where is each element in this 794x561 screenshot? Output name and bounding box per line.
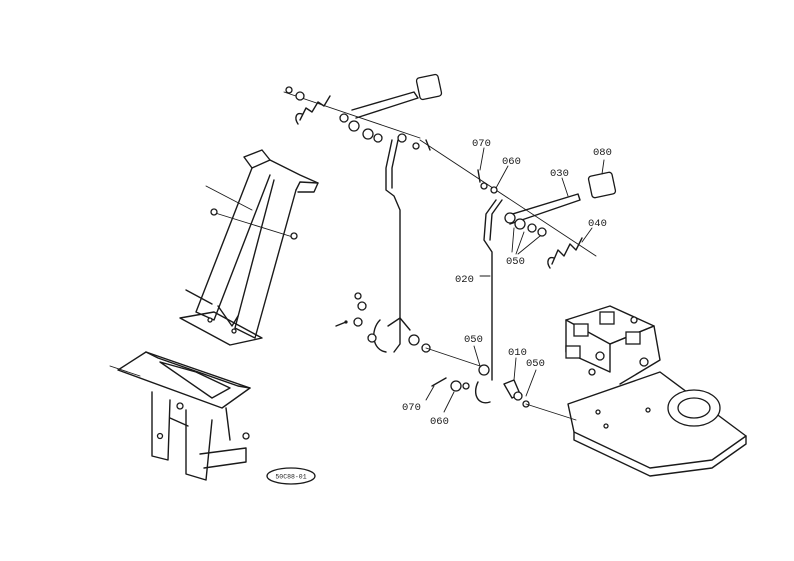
callout-060-bottom: 060 [430, 416, 449, 428]
mount-plate [567, 371, 747, 477]
callout-020: 020 [455, 274, 474, 286]
callout-010: 010 [508, 347, 527, 359]
top-pedal-assembly [283, 73, 597, 257]
callout-040: 040 [588, 218, 607, 230]
callout-070-bottom: 070 [402, 402, 421, 414]
callout-050-right: 050 [526, 358, 545, 370]
pedal-bracket-lower [109, 351, 251, 481]
drawing-code-stamp: 50C88-01 [266, 467, 316, 485]
callout-050-top: 050 [506, 256, 525, 268]
lower-linkage [431, 377, 577, 421]
left-rod [335, 139, 481, 367]
callout-060-top: 060 [502, 156, 521, 168]
callout-030: 030 [550, 168, 569, 180]
callout-050-mid: 050 [464, 334, 483, 346]
callout-labels: 010 020 030 040 050 050 050 060 060 070 … [402, 138, 612, 428]
right-pedal-assembly [477, 169, 617, 269]
leader-lines [425, 147, 605, 413]
center-rod [462, 199, 503, 404]
drawing-code: 50C88-01 [275, 474, 306, 481]
callout-070-top: 070 [472, 138, 491, 150]
pedal-bracket-upper [179, 149, 319, 346]
valve-assembly [565, 305, 661, 385]
callout-080: 080 [593, 147, 612, 159]
